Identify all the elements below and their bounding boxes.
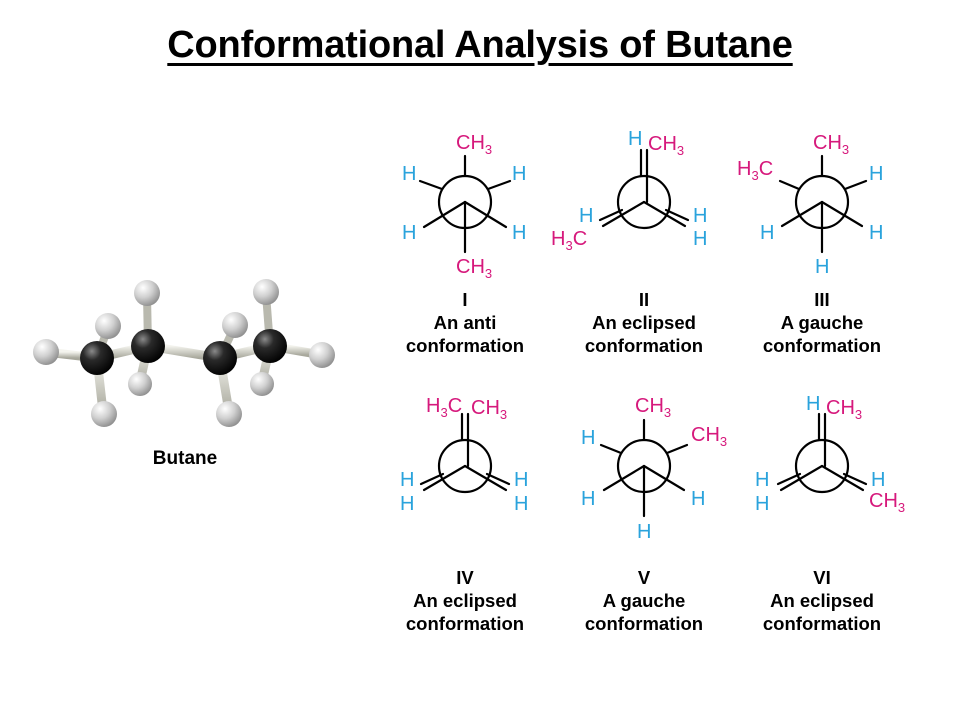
hydrogen-label: H — [512, 163, 526, 185]
hydrogen-label: H — [691, 488, 705, 510]
hydrogen-label: H — [693, 228, 707, 250]
caption-line1: An eclipsed — [770, 590, 874, 611]
methyl-label: CH3 — [826, 397, 862, 422]
methyl-label: CH3 — [635, 395, 671, 420]
hydrogen-atom — [222, 312, 248, 338]
hydrogen-label: H — [806, 393, 820, 415]
carbon-atom — [203, 341, 237, 375]
hydrogen-label: H — [514, 493, 528, 515]
newman-projection-6 — [776, 412, 868, 494]
newman-projection-4 — [419, 412, 511, 494]
hydrogen-label: H — [693, 205, 707, 227]
caption-numeral: III — [814, 289, 830, 310]
hydrogen-atom — [216, 401, 242, 427]
methyl-label: H3C — [551, 228, 587, 253]
caption-numeral: I — [462, 289, 468, 310]
caption-line2: conformation — [762, 335, 882, 356]
butane-ball-and-stick-model — [33, 279, 335, 427]
caption-numeral: VI — [813, 567, 831, 588]
hydrogen-label: H — [514, 469, 528, 491]
hydrogen-label: H — [815, 256, 829, 278]
caption-numeral: II — [638, 289, 650, 310]
atom-labels: CH3 H H H H CH3 H CH3 H H3C H H CH3 H3C … — [400, 128, 905, 543]
caption-conformation-4: IV An eclipsed conformation — [380, 566, 550, 635]
caption-line2: conformation — [405, 335, 525, 356]
caption-conformation-2: II An eclipsed conformation — [559, 288, 729, 357]
hydrogen-label: H — [755, 493, 769, 515]
butane-label: Butane — [152, 448, 218, 469]
carbon-atom — [131, 329, 165, 363]
caption-line2: conformation — [762, 613, 882, 634]
hydrogen-label: H — [755, 469, 769, 491]
caption-conformation-3: III A gauche conformation — [737, 288, 907, 357]
hydrogen-atom — [91, 401, 117, 427]
caption-conformation-5: V A gauche conformation — [559, 566, 729, 635]
hydrogen-atom — [134, 280, 160, 306]
newman-projection-1 — [418, 154, 512, 254]
newman-projection-3 — [778, 154, 868, 254]
hydrogen-label: H — [402, 163, 416, 185]
newman-projection-2 — [598, 148, 690, 230]
page-title: Conformational Analysis of Butane — [167, 24, 793, 66]
hydrogen-label: H — [869, 163, 883, 185]
hydrogen-label: H — [869, 222, 883, 244]
caption-line2: conformation — [405, 613, 525, 634]
hydrogen-label: H — [579, 205, 593, 227]
caption-conformation-6: VI An eclipsed conformation — [737, 566, 907, 635]
hydrogen-label: H — [402, 222, 416, 244]
hydrogen-label: H — [581, 488, 595, 510]
methyl-label: CH3 — [456, 132, 492, 157]
hydrogen-atom — [250, 372, 274, 396]
hydrogen-atom — [309, 342, 335, 368]
caption-line2: conformation — [584, 613, 704, 634]
caption-line2: conformation — [584, 335, 704, 356]
hydrogen-atom — [33, 339, 59, 365]
hydrogen-label: H — [512, 222, 526, 244]
methyl-label: CH3 — [691, 424, 727, 449]
caption-line1: An eclipsed — [592, 312, 696, 333]
carbon-atom — [253, 329, 287, 363]
newman-projection-5 — [599, 418, 689, 518]
methyl-label: H3C — [737, 158, 773, 183]
hydrogen-label: H — [871, 469, 885, 491]
caption-line1: An anti — [433, 312, 497, 333]
methyl-label: H3C — [426, 395, 462, 420]
caption-line1: An eclipsed — [413, 590, 517, 611]
hydrogen-label: H — [637, 521, 651, 543]
hydrogen-label: H — [400, 493, 414, 515]
hydrogen-atom — [128, 372, 152, 396]
hydrogen-label: H — [760, 222, 774, 244]
hydrogen-label: H — [581, 427, 595, 449]
hydrogen-label: H — [400, 469, 414, 491]
caption-line1: A gauche — [602, 590, 686, 611]
methyl-label: CH3 — [648, 133, 684, 158]
methyl-label: CH3 — [471, 397, 507, 422]
caption-line1: A gauche — [780, 312, 864, 333]
methyl-label: CH3 — [869, 490, 905, 515]
hydrogen-label: H — [628, 128, 642, 150]
caption-numeral: V — [637, 567, 651, 588]
carbon-atom — [80, 341, 114, 375]
caption-numeral: IV — [456, 567, 474, 588]
hydrogen-atom — [253, 279, 279, 305]
hydrogen-atom — [95, 313, 121, 339]
methyl-label: CH3 — [813, 132, 849, 157]
methyl-label: CH3 — [456, 256, 492, 281]
caption-conformation-1: I An anti conformation — [380, 288, 550, 357]
